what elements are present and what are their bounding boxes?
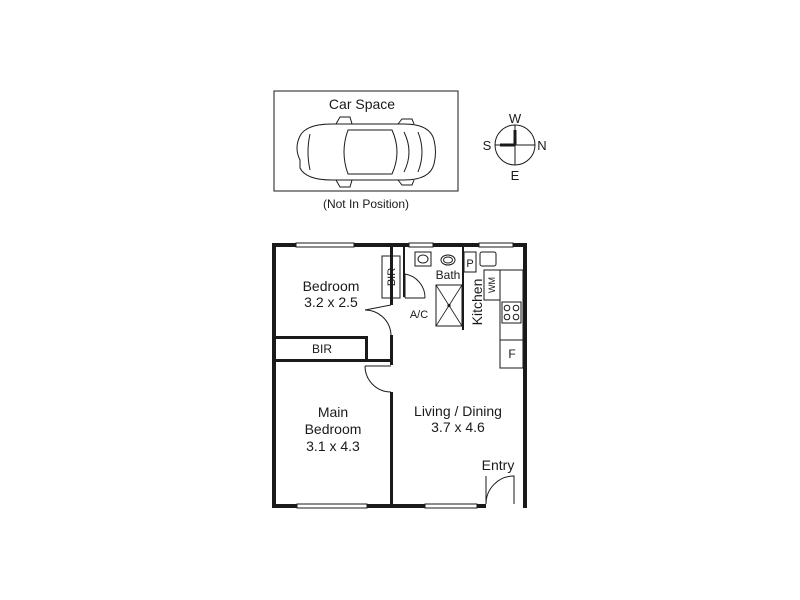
toilet-icon (414, 251, 432, 267)
car-space-note: (Not In Position) (323, 197, 409, 211)
bir-middle: BIR (312, 342, 332, 356)
bath: Bath A/C (410, 251, 463, 327)
kitchen-label: Kitchen (469, 279, 485, 326)
bedroom: Bedroom 3.2 x 2.5 BIR (303, 255, 401, 310)
kitchen-bench (499, 269, 524, 369)
bath-label: Bath (436, 268, 461, 282)
doors (364, 273, 515, 505)
washing-machine (483, 269, 501, 301)
cooktop-icon (501, 301, 522, 324)
living-size: 3.7 x 4.6 (431, 419, 485, 435)
washing-machine-label: WM (487, 277, 497, 293)
kitchen: P WM Kitchen F (463, 251, 524, 369)
bir-middle-label: BIR (312, 342, 332, 356)
fridge-label: F (508, 347, 515, 361)
compass-south: S (483, 138, 492, 153)
ac-label: A/C (410, 309, 428, 321)
living-name: Living / Dining (414, 403, 502, 419)
entry-label: Entry (482, 457, 515, 473)
pantry-label: P (466, 258, 473, 270)
compass-east: E (511, 168, 520, 183)
windows (295, 242, 514, 509)
living-dining: Living / Dining 3.7 x 4.6 Entry (414, 403, 514, 473)
basin-icon (440, 254, 456, 266)
pantry (463, 251, 477, 273)
shower-icon (435, 284, 463, 327)
bir-top (381, 255, 401, 299)
bath-door (404, 273, 426, 299)
sink-icon (479, 251, 497, 267)
bedroom-size: 3.2 x 2.5 (304, 294, 358, 310)
compass-north: N (537, 138, 546, 153)
bedroom-name: Bedroom (303, 278, 360, 294)
walls (272, 243, 527, 508)
bedroom-door (364, 304, 392, 336)
bir-top-label: BIR (386, 268, 398, 286)
car-space-outline (273, 90, 459, 192)
entry-door (485, 475, 515, 505)
main-bedroom-name-2: Bedroom (305, 421, 362, 437)
main-bedroom-size: 3.1 x 4.3 (306, 438, 360, 454)
compass-icon: W E S N (483, 111, 547, 183)
compass-west: W (509, 111, 522, 126)
main-bedroom-door (364, 365, 392, 393)
car-space: Car Space (Not In Position) (273, 90, 459, 211)
main-bedroom: Main Bedroom 3.1 x 4.3 (305, 404, 362, 454)
car-icon (296, 116, 436, 188)
car-space-title: Car Space (329, 96, 395, 112)
main-bedroom-name-1: Main (318, 404, 348, 420)
